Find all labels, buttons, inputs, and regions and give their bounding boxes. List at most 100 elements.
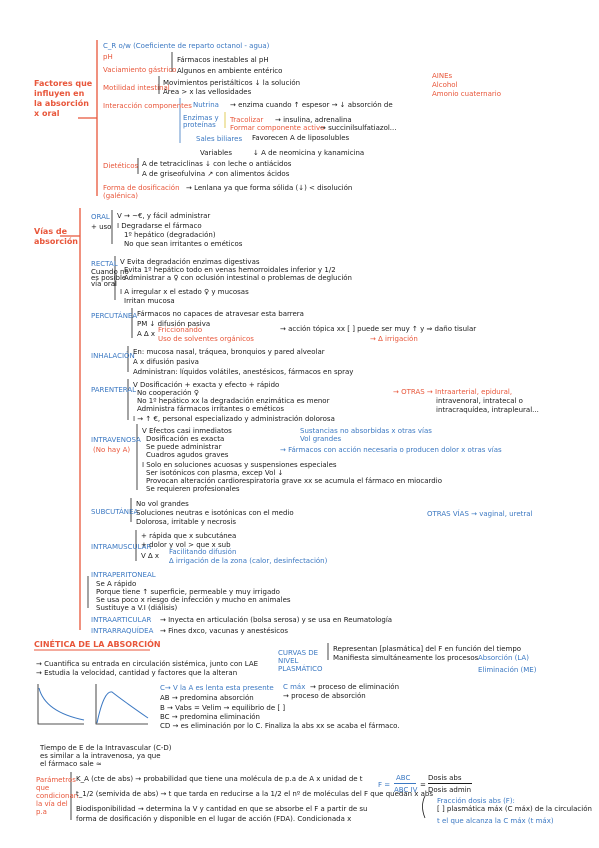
note-line: C máx	[283, 683, 306, 691]
note-line: Irritan mucosa	[124, 297, 175, 305]
note-line: Sustituye a V.I (diálisis)	[96, 604, 178, 612]
note-line: Biodisponibilidad → determina la V y can…	[76, 805, 368, 813]
note-line: + uso	[91, 223, 112, 231]
bioavailability-formula: F = ABC ABC IV = Dosis abs Dosis admin	[378, 774, 472, 794]
note-line: + rápida que x subcutánea	[141, 532, 237, 540]
note-line: Facilitando difusión	[169, 548, 237, 556]
note-line: No que sean irritantes o eméticos	[124, 240, 243, 248]
note-line: INTRAMUSCULAR	[91, 543, 152, 551]
note-line: → Fármacos con acción necesaria o produc…	[280, 446, 502, 454]
note-line: [ ] plasmática máx (C máx) de la circula…	[437, 805, 592, 813]
note-line: OTRAS VÍAS → vaginal, uretral	[427, 510, 533, 518]
note-line: V Efectos casi inmediatos	[142, 427, 232, 435]
section1-title-line: la absorción	[34, 99, 89, 108]
note-line: No vol grandes	[136, 500, 189, 508]
note-line: PERCUTÁNEA	[91, 312, 138, 320]
note-line: Sales biliares	[196, 135, 243, 143]
note-line: NIVEL	[278, 657, 299, 665]
note-line: Uso de solventes orgánicos	[158, 335, 254, 343]
section1-title-line: influyen en	[34, 89, 85, 98]
note-line: No 1º hepático xx la degradación enzimát…	[137, 397, 330, 405]
note-line: Interacción componentes	[103, 102, 192, 110]
note-line: PLASMÁTICO	[278, 665, 323, 673]
note-line: Provocan alteración cardiorespiratoria g…	[146, 477, 442, 485]
note-line: PM ↓ difusión pasiva	[137, 320, 211, 328]
note-line: INHALACIÓN	[91, 352, 135, 360]
note-line: forma de dosificación y disponible en el…	[76, 815, 352, 823]
section3-title: CINÉTICA DE LA ABSORCIÓN	[34, 640, 161, 649]
note-line: Soluciones neutras e isotónicas con el m…	[136, 509, 294, 517]
note-line: C_R o/w (Coeficiente de reparto octanol …	[103, 42, 270, 50]
note-line: Administran: líquidos volátiles, anestés…	[133, 368, 354, 376]
formula-den1: ABC IV	[394, 786, 418, 794]
note-line: p.a	[36, 808, 47, 816]
note-line: (galénica)	[103, 192, 138, 200]
note-line: Se requieren profesionales	[146, 485, 240, 493]
note-line: Dosificación es exacta	[146, 435, 225, 443]
note-line: Enzimas y	[183, 114, 219, 122]
note-line: Absorción (LA)	[478, 654, 529, 662]
note-line: → acción tópica xx [ ] puede ser muy ↑ y…	[280, 325, 477, 333]
formula-lhs: F =	[378, 781, 391, 789]
note-line: t el que alcanza la C máx (t máx)	[437, 817, 554, 825]
note-line: INTRAVENOSA	[91, 436, 141, 444]
note-line: es similar a la intravenosa, ya que	[40, 752, 161, 760]
note-line: Ser isotónicos con plasma, excep Vol ↓	[146, 469, 284, 477]
note-line: es posible	[91, 274, 127, 282]
note-line: Eliminación (ME)	[478, 666, 537, 674]
note-line: → Inyecta en articulación (bolsa serosa)…	[160, 616, 393, 624]
note-line: → Cuantifica su entrada en circulación s…	[36, 660, 259, 668]
note-line: Manifiesta simultáneamente los procesos	[333, 654, 479, 662]
note-line: → enzima cuando ↑ espesor → ↓ absorción …	[230, 101, 393, 109]
plot-intravenous	[37, 684, 85, 725]
formula-num2: Dosis abs	[428, 774, 462, 782]
note-line: vía oral	[91, 280, 117, 288]
note-line: ∆ irrigación de la zona (calor, desinfec…	[169, 557, 328, 565]
note-line: CD → es eliminación por lo C. Finaliza l…	[160, 722, 400, 730]
note-line: intravenoral, intratecal o	[436, 397, 523, 405]
note-line: Cuando no	[91, 268, 129, 276]
note-line: Algunos en ambiente entérico	[177, 67, 283, 75]
note-line: Alcohol	[432, 81, 458, 89]
note-line: Vaciamiento gástrico	[103, 66, 177, 74]
note-line: Forma de dosificación	[103, 184, 180, 192]
note-line: Se usa poco x riesgo de infección y much…	[96, 596, 291, 604]
note-line: Administra fármacos irritantes o emético…	[137, 405, 284, 413]
note-line: intracraquídea, intrapleural...	[436, 406, 539, 414]
note-line: V → ~€, y fácil administrar	[117, 212, 211, 220]
note-line: I → ↑ €, personal especializado y admini…	[133, 415, 335, 423]
note-line: Dietéticos	[103, 162, 139, 170]
note-line: Variables	[200, 149, 232, 157]
note-line: C→ V la A es lenta esta presente	[160, 684, 274, 692]
note-line: ↓ A de neomicina y kanamicina	[253, 149, 365, 157]
note-line: ORAL	[91, 213, 110, 221]
note-line: INTRAPERITONEAL	[91, 571, 156, 579]
note-line: Se A rápido	[96, 580, 137, 588]
note-line: Tiempo de E de la Intravascular (C-D)	[40, 744, 172, 752]
note-line: la vía del	[36, 800, 68, 808]
note-line: → succinilsulfatiazol...	[320, 124, 397, 132]
note-line: Administrar a ♀ con oclusión intestinal …	[124, 274, 352, 282]
note-line: V Dosificación + exacta y efecto + rápid…	[133, 381, 280, 389]
note-line: V ∆ x	[141, 552, 160, 560]
note-line: Porque tiene ↑ superficie, permeable y m…	[96, 588, 280, 596]
note-line: Amonio cuaternario	[432, 90, 501, 98]
note-line: (No hay A)	[93, 446, 131, 454]
note-line: Área > x las vellosidades	[163, 88, 252, 96]
note-line: Dolorosa, irritable y necrosis	[136, 518, 236, 526]
note-line: el fármaco sale ≈	[40, 760, 102, 768]
note-line: V Evita degradación enzimas digestivas	[120, 258, 260, 266]
section2-title-line: Vías de	[34, 227, 68, 236]
note-line: Cuadros agudos graves	[146, 451, 229, 459]
note-line: No cooperación ♀	[137, 389, 199, 397]
note-line: Tracolizar	[230, 116, 264, 124]
note-line: SUBCUTÁNEA	[91, 508, 139, 516]
note-line: A de griseofulvina ↗ con alimentos ácido…	[142, 170, 290, 178]
note-line: → insulina, adrenalina	[275, 116, 352, 124]
note-line: Parámetros	[36, 776, 76, 784]
note-line: INTRAARTICULAR	[91, 616, 152, 624]
plot-oral	[95, 684, 149, 725]
note-line: Movimientos peristálticos ↓ la solución	[163, 79, 301, 87]
note-line: → proceso de absorción	[283, 692, 366, 700]
